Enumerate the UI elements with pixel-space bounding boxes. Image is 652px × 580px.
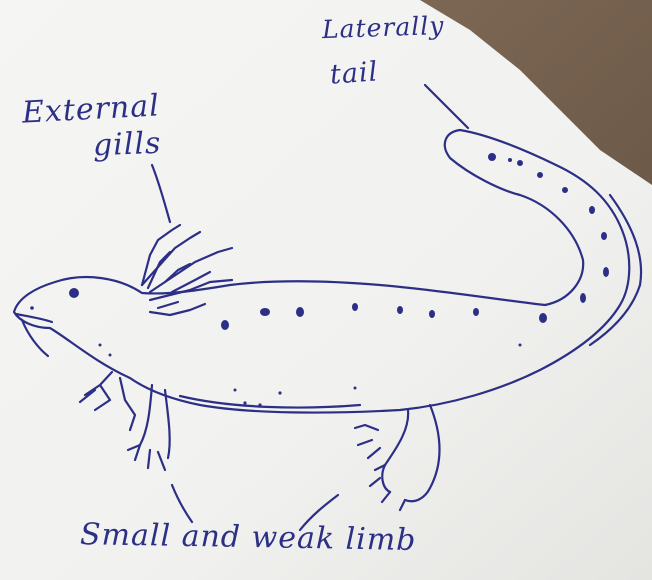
label-external-gills-line1: External [21,91,160,128]
limb-pointer-line-left [172,485,192,522]
gills-pointer-line [152,165,170,222]
front-limbs [80,372,170,470]
body-spots [99,153,610,407]
hind-limbs [355,405,439,510]
label-limbs: Small and weak limb [80,520,417,556]
nostril [30,306,34,310]
label-tail-line2: tail [329,58,379,88]
label-tail-line1: Laterally [322,13,445,42]
tail-pointer-line [425,85,468,128]
eye [69,288,79,298]
body-outline [14,130,629,413]
label-external-gills-line2: gills [92,129,161,161]
external-gills [142,225,232,315]
